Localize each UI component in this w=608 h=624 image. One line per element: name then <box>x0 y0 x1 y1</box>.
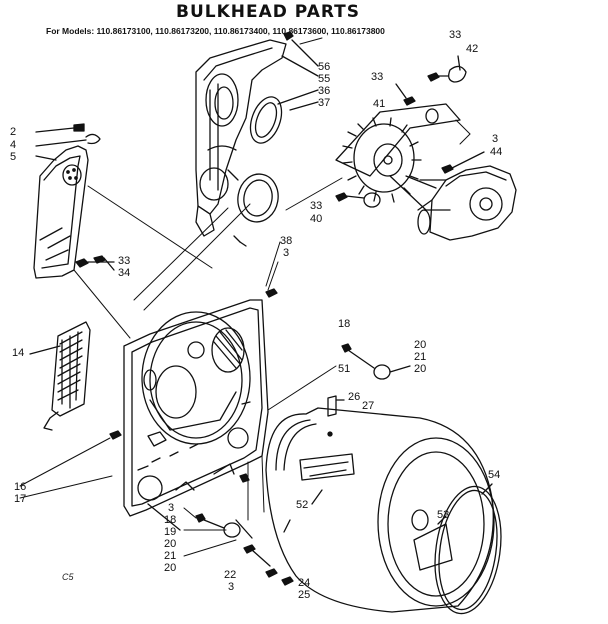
callout-33-left: 33 <box>310 200 323 212</box>
screw-33-41 <box>395 83 439 124</box>
callout-44: 44 <box>490 146 503 158</box>
leader-52 <box>311 489 323 505</box>
callout-21-b: 21 <box>164 550 177 562</box>
duct-cover-assembly <box>33 145 89 279</box>
callout-26: 26 <box>348 391 361 403</box>
callout-34: 34 <box>118 267 131 279</box>
callout-51: 51 <box>338 363 351 375</box>
label-leaders <box>19 37 323 557</box>
callout-18-top: 18 <box>338 318 351 330</box>
page-title: BULKHEAD PARTS <box>176 2 361 22</box>
leader-5 <box>35 155 57 161</box>
leader-36 <box>277 89 319 105</box>
page-code: C5 <box>62 572 74 582</box>
callout-53: 53 <box>437 509 450 521</box>
screw-56 <box>283 31 294 41</box>
callout-36: 36 <box>318 85 331 97</box>
clip-4 <box>35 133 101 147</box>
callout-3-mid: 3 <box>283 247 290 259</box>
leader-55 <box>281 55 319 77</box>
screw-16 <box>109 430 122 440</box>
screws-22-24-25 <box>243 544 294 586</box>
callout-3-bottom: 3 <box>228 581 235 593</box>
callout-55: 55 <box>318 73 331 85</box>
callout-33-mid: 33 <box>371 71 384 83</box>
screw-33-34 <box>75 255 115 271</box>
dryer-drum <box>265 407 495 613</box>
callout-21-a: 21 <box>414 351 427 363</box>
callout-42: 42 <box>466 43 479 55</box>
screw-3-44 <box>441 151 485 174</box>
callout-3-top: 3 <box>492 133 499 145</box>
drum-seal-54 <box>434 485 502 615</box>
callout-14: 14 <box>12 347 25 359</box>
leader-54 <box>481 483 493 495</box>
callout-41: 41 <box>373 98 386 110</box>
callout-17: 17 <box>14 493 27 505</box>
screw-3-mid <box>265 288 278 298</box>
leader-37 <box>289 101 319 111</box>
callout-20-a: 20 <box>414 339 427 351</box>
callout-56: 56 <box>318 61 331 73</box>
callout-3-low: 3 <box>168 502 175 514</box>
screw-33-40 <box>335 192 381 208</box>
callout-27: 27 <box>362 400 375 412</box>
screw-33-42 <box>427 55 467 83</box>
callout-18-low: 18 <box>164 514 177 526</box>
blower-shaft-frame <box>335 103 461 211</box>
front-bulkhead-panel <box>123 299 269 531</box>
leader-53 <box>437 515 447 525</box>
screw-2 <box>35 123 85 133</box>
heater-element <box>29 321 91 431</box>
leader-56 <box>291 39 319 67</box>
callout-38: 38 <box>280 235 293 247</box>
bulkhead-duct <box>195 39 287 247</box>
callout-2: 2 <box>10 126 17 138</box>
callout-16: 16 <box>14 481 27 493</box>
callout-20-b: 20 <box>414 363 427 375</box>
callout-40: 40 <box>310 213 323 225</box>
callout-37: 37 <box>318 97 331 109</box>
callout-5: 5 <box>10 151 17 163</box>
callout-22: 22 <box>224 569 237 581</box>
callout-54: 54 <box>488 469 501 481</box>
callout-33-low: 33 <box>118 255 131 267</box>
glide-51-20-21 <box>347 349 411 380</box>
assembly-guide-lines <box>73 119 471 521</box>
callout-33-top: 33 <box>449 29 462 41</box>
callout-19: 19 <box>164 526 177 538</box>
callout-25: 25 <box>298 589 311 601</box>
gasket-37 <box>249 96 283 144</box>
models-line: For Models: 110.86173100, 110.86173200, … <box>46 26 385 36</box>
callout-20-c: 20 <box>164 538 177 550</box>
callout-24: 24 <box>298 577 311 589</box>
ring-38 <box>237 173 279 223</box>
callout-4: 4 <box>10 139 17 151</box>
blower-housing <box>417 165 517 241</box>
callout-20-d: 20 <box>164 562 177 574</box>
callout-52: 52 <box>296 499 309 511</box>
bolt-26-27 <box>327 395 345 417</box>
blower-impeller <box>342 117 422 203</box>
